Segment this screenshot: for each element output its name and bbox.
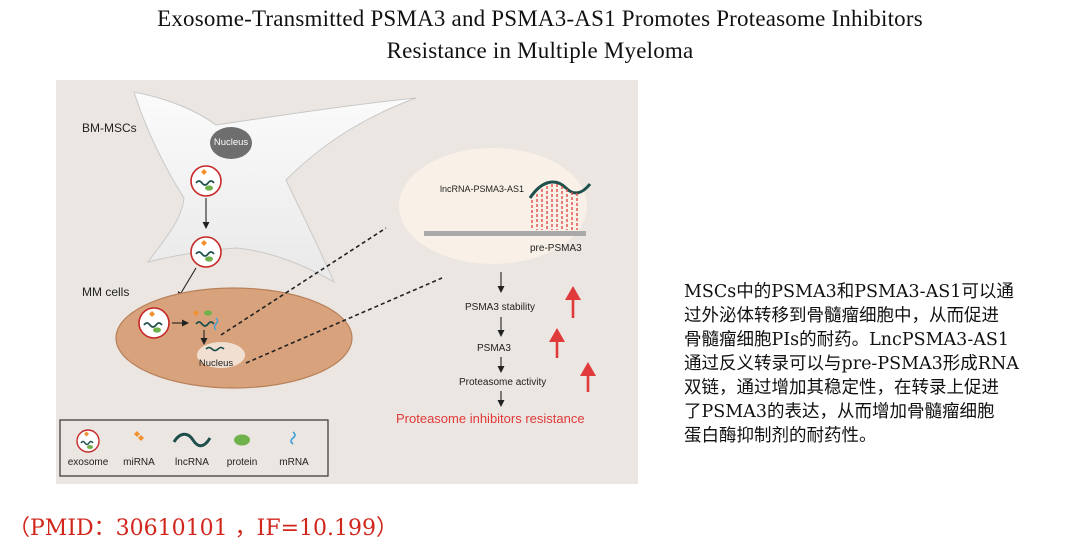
exosome-1 <box>190 165 222 197</box>
pre-psma3-strand <box>424 231 586 236</box>
legend-protein-label: protein <box>227 457 258 468</box>
zoom-line-1 <box>220 227 387 336</box>
up-arrow-2 <box>549 328 565 358</box>
description-line-7: 蛋白酶抑制剂的耐药性。 <box>684 426 877 446</box>
diagram-background <box>56 80 638 484</box>
exosome-3 <box>138 307 170 339</box>
step-proteasome-activity: Proteasome activity <box>459 377 546 388</box>
mechanism-diagram: BM-MSCs Nucleus MM cells Nucleus <box>56 80 638 484</box>
pre-psma3-label: pre-PSMA3 <box>530 243 582 254</box>
result-label: Proteasome inhibitors resistance <box>396 411 585 426</box>
nucleus-top-label: Nucleus <box>214 137 249 148</box>
nucleus-top <box>210 127 252 159</box>
title-line-1: Exosome-Transmitted PSMA3 and PSMA3-AS1 … <box>157 6 923 31</box>
pairing-ticks <box>531 184 578 230</box>
bm-msc-cell <box>133 91 417 284</box>
zoom-line-2 <box>245 277 443 364</box>
exosome-2 <box>190 236 222 268</box>
legend-exosome-icon <box>76 429 100 453</box>
mm-cell <box>115 287 353 389</box>
description-line-6: 了PSMA3的表达，从而增加骨髓瘤细胞 <box>684 402 995 422</box>
step-psma3-stability: PSMA3 stability <box>465 302 535 313</box>
step-psma3: PSMA3 <box>477 343 511 354</box>
description-line-1: MSCs中的PSMA3和PSMA3-AS1可以通 <box>684 282 1014 302</box>
legend-mrna-label: mRNA <box>279 457 309 468</box>
description-line-2: 过外泌体转移到骨髓瘤细胞中，从而促进 <box>684 306 999 326</box>
bm-mscs-label: BM-MSCs <box>82 121 137 135</box>
title-line-2: Resistance in Multiple Myeloma <box>386 38 694 63</box>
lncrna-strand <box>528 180 592 199</box>
mm-cells-label: MM cells <box>82 285 129 299</box>
nucleus-bottom <box>197 342 245 368</box>
legend-lncrna-label: lncRNA <box>175 457 209 468</box>
up-arrow-1 <box>565 286 581 318</box>
legend-mirna-icon <box>134 431 144 441</box>
legend-mirna-label: miRNA <box>123 457 155 468</box>
legend-lncrna-icon <box>172 432 212 448</box>
legend-box <box>59 419 329 477</box>
legend-exosome-label: exosome <box>68 457 109 468</box>
released-cargo <box>193 310 219 331</box>
nucleus-bottom-label: Nucleus <box>199 358 234 369</box>
description-line-5: 双链，通过增加其稳定性，在转录上促进 <box>684 378 999 398</box>
description-line-4: 通过反义转录可以与pre-PSMA3形成RNA <box>684 354 1019 374</box>
up-arrow-3 <box>580 362 596 392</box>
legend-protein-icon <box>234 434 250 446</box>
description-line-3: 骨髓瘤细胞PIs的耐药。LncPSMA3-AS1 <box>684 330 1009 350</box>
citation: （PMID：30610101 ，IF=10.199） <box>8 516 398 541</box>
legend-mrna-icon <box>290 431 296 445</box>
lncrna-label: lncRNA-PSMA3-AS1 <box>440 184 524 194</box>
